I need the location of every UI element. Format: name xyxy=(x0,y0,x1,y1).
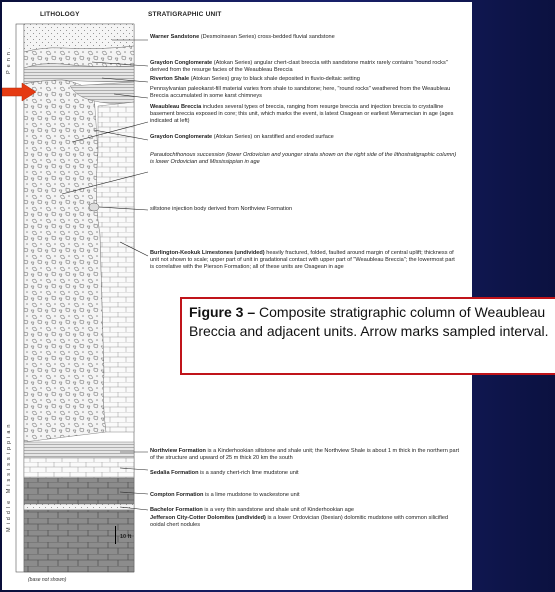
unit-13: Jefferson City-Cotter Dolomites (undivid… xyxy=(150,515,460,529)
unit-12: Bachelor Formation is a very thin sandst… xyxy=(150,507,460,514)
unit-0: Warner Sandstone (Desmoinsean Series) cr… xyxy=(150,34,460,41)
unit-1: Graydon Conglomerate (Atokan Series) ang… xyxy=(150,60,460,74)
unit-9: Northview Formation is a Kinderhookian s… xyxy=(150,448,460,462)
unit-6: Parautochthonous succession (lower Ordov… xyxy=(150,152,460,166)
unit-10: Sedalia Formation is a sandy chert-rich … xyxy=(150,470,460,477)
unit-7: siltstone injection body derived from No… xyxy=(150,206,460,213)
figure-caption: Figure 3 – Composite stratigraphic colum… xyxy=(180,297,555,375)
unit-11: Compton Formation is a lime mudstone to … xyxy=(150,492,460,499)
unit-5: Graydon Conglomerate (Atokan Series) on … xyxy=(150,134,460,141)
base-note: (base not shown) xyxy=(28,577,66,583)
unit-3: Pennsylvanian paleokarst-fill material v… xyxy=(150,86,460,100)
scale-bar xyxy=(115,526,116,544)
stratigraphic-unit-header: STRATIGRAPHIC UNIT xyxy=(148,11,222,18)
unit-8: Burlington-Keokuk Limestones (undivided)… xyxy=(150,250,460,270)
unit-2: Riverton Shale (Atokan Series) gray to b… xyxy=(150,76,460,83)
figure-panel: LITHOLOGY STRATIGRAPHIC UNIT Penn. Middl… xyxy=(2,2,472,590)
sampled-interval-arrow-icon xyxy=(2,82,38,102)
caption-label: Figure 3 – xyxy=(189,304,255,320)
unit-4: Weaubleau Breccia includes several types… xyxy=(150,104,460,124)
scale-label: 10 ft xyxy=(120,534,131,540)
